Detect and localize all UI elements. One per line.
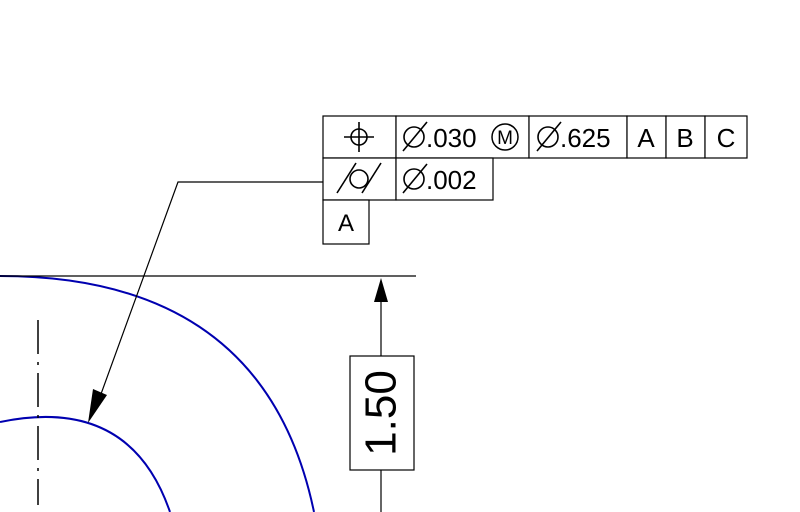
fcf-datum-cell-a [626,115,667,159]
fcf-row1-tolerance-cell [395,115,530,159]
fcf-row-1: .030 M .625 A B C [322,115,748,159]
datum-feature-label: A [338,210,354,237]
fcf-datum-cell-c [704,115,748,159]
fcf-datum-a: A [637,123,655,153]
mmc-circle-icon: M [491,123,519,151]
dimension-value: 1.50 [357,370,406,456]
fcf-row1-datum-feature: .625 [560,123,611,153]
inner-arc [0,415,171,512]
dimension-box [349,355,415,471]
diameter-icon [402,121,428,152]
fcf-datum-c: C [717,123,736,153]
fcf-row1-tolerance: .030 [426,123,477,153]
outer-arc [0,275,315,512]
fcf-row-2: .002 [322,157,494,201]
dimension-arrowhead [374,278,388,302]
fcf-datum-b: B [676,123,693,153]
fcf-row1-datum-feature-cell [528,115,628,159]
fcf-row2-symbol-cell [322,157,397,201]
datum-feature-identifier: A [322,199,370,245]
fcf-row1-modifier: M [497,128,513,149]
cylindricity-icon [336,162,382,194]
position-icon [344,122,374,152]
leader-line [96,181,323,406]
diameter-icon [402,163,428,194]
fcf-datum-cell-b [665,115,706,159]
fcf-row2-tolerance-cell [395,157,494,201]
diameter-icon [536,121,562,152]
datum-feature-box [322,199,370,245]
leader-arrowhead [88,389,107,423]
fcf-row2-tolerance: .002 [426,165,477,195]
